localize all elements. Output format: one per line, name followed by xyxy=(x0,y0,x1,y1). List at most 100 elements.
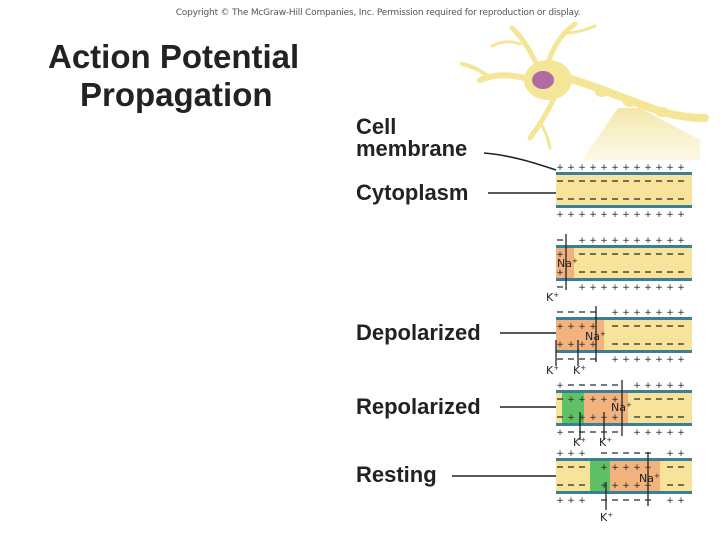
label-cell-membrane: Cell membrane xyxy=(356,116,467,160)
plus-sign: + xyxy=(578,163,586,173)
plus-sign: + xyxy=(578,449,586,459)
charges-outside-top: +++++ xyxy=(556,449,685,459)
plus-sign: + xyxy=(655,163,663,173)
plus-sign: + xyxy=(622,308,630,318)
plus-sign: + xyxy=(633,283,641,293)
plus-sign: + xyxy=(655,308,663,318)
plus-sign: + xyxy=(644,163,652,173)
plus-sign: + xyxy=(589,340,597,350)
leader-cell-membrane xyxy=(483,152,557,171)
charges-outside-top: ++++++ xyxy=(556,381,685,391)
plus-sign: + xyxy=(666,355,674,365)
plus-sign: + xyxy=(556,449,564,459)
plus-sign: + xyxy=(600,481,608,491)
charges-outside-top: ++++++++++++ xyxy=(556,163,685,173)
plus-sign: + xyxy=(556,268,564,278)
plus-sign: + xyxy=(644,381,652,391)
plus-sign: + xyxy=(655,381,663,391)
plus-sign: + xyxy=(589,322,597,332)
plus-sign: + xyxy=(644,428,652,438)
charges-inside-bottom: ++++ xyxy=(556,340,684,350)
axon-segment-2: ++++++++++++++++++++++Na+K+ xyxy=(546,234,692,304)
plus-sign: + xyxy=(600,236,608,246)
plus-sign: + xyxy=(556,340,564,350)
plus-sign: + xyxy=(611,413,619,423)
plus-sign: + xyxy=(578,236,586,246)
depolarized-zone xyxy=(584,393,628,423)
label-depolarized: Depolarized xyxy=(356,320,481,345)
plus-sign: + xyxy=(589,163,597,173)
plus-sign: + xyxy=(611,308,619,318)
copyright-notice: Copyright © The McGraw-Hill Companies, I… xyxy=(175,8,581,18)
plus-sign: + xyxy=(633,163,641,173)
plus-sign: + xyxy=(655,428,663,438)
plus-sign: + xyxy=(633,481,641,491)
charges-outside-top: +++++++ xyxy=(557,308,685,318)
plus-sign: + xyxy=(556,163,564,173)
leader-lines xyxy=(452,152,557,477)
plus-sign: + xyxy=(666,428,674,438)
plus-sign: + xyxy=(622,236,630,246)
plus-sign: + xyxy=(655,236,663,246)
plus-sign: + xyxy=(644,308,652,318)
charges-inside-top: +++++ xyxy=(557,395,684,405)
plus-sign: + xyxy=(578,413,586,423)
plus-sign: + xyxy=(578,340,586,350)
plus-sign: + xyxy=(600,395,608,405)
plus-sign: + xyxy=(589,210,597,220)
plus-sign: + xyxy=(622,463,630,473)
plus-sign: + xyxy=(567,449,575,459)
plus-sign: + xyxy=(666,210,674,220)
title-line-1: Action Potential xyxy=(48,38,300,75)
ion-label-k: K+ xyxy=(546,364,559,377)
charges-inside-top: + xyxy=(556,250,684,260)
plus-sign: + xyxy=(611,481,619,491)
plus-sign: + xyxy=(611,355,619,365)
axon-segment-3: ++++++++++++++++++++++Na+K+K+ xyxy=(546,306,692,377)
plus-sign: + xyxy=(611,283,619,293)
plus-sign: + xyxy=(600,463,608,473)
charges-outside-bottom: +++++ xyxy=(556,496,685,506)
label-cell-membrane-line-1: Cell xyxy=(356,114,397,139)
plus-sign: + xyxy=(677,355,685,365)
charges-inside-bottom: + xyxy=(556,268,684,278)
plus-sign: + xyxy=(622,163,630,173)
plus-sign: + xyxy=(677,381,685,391)
repolarized-zone xyxy=(562,393,584,423)
plus-sign: + xyxy=(578,395,586,405)
plus-sign: + xyxy=(567,163,575,173)
zoom-cone xyxy=(582,108,700,160)
ion-label-k: K+ xyxy=(599,436,612,449)
plus-sign: + xyxy=(622,481,630,491)
plus-sign: + xyxy=(655,210,663,220)
ion-label-k: K+ xyxy=(600,511,613,524)
plus-sign: + xyxy=(666,449,674,459)
charges-outside-bottom: ++++++++++ xyxy=(557,283,685,293)
plus-sign: + xyxy=(567,496,575,506)
plus-sign: + xyxy=(644,236,652,246)
plus-sign: + xyxy=(633,355,641,365)
plus-sign: + xyxy=(633,428,641,438)
ion-label-k: K+ xyxy=(573,436,586,449)
plus-sign: + xyxy=(633,210,641,220)
axon-segment-1: ++++++++++++++++++++++++ xyxy=(556,163,692,220)
plus-sign: + xyxy=(666,308,674,318)
plus-sign: + xyxy=(567,395,575,405)
cytoplasm-fill xyxy=(556,172,692,208)
plus-sign: + xyxy=(600,210,608,220)
plus-sign: + xyxy=(611,210,619,220)
plus-sign: + xyxy=(578,283,586,293)
plus-sign: + xyxy=(633,463,641,473)
label-cell-membrane-line-2: membrane xyxy=(356,136,468,161)
plus-sign: + xyxy=(611,236,619,246)
plus-sign: + xyxy=(556,428,564,438)
plus-sign: + xyxy=(567,413,575,423)
plus-sign: + xyxy=(633,308,641,318)
plus-sign: + xyxy=(578,496,586,506)
plus-sign: + xyxy=(655,283,663,293)
nucleus xyxy=(532,71,554,89)
plus-sign: + xyxy=(666,283,674,293)
plus-sign: + xyxy=(644,210,652,220)
plus-sign: + xyxy=(644,355,652,365)
